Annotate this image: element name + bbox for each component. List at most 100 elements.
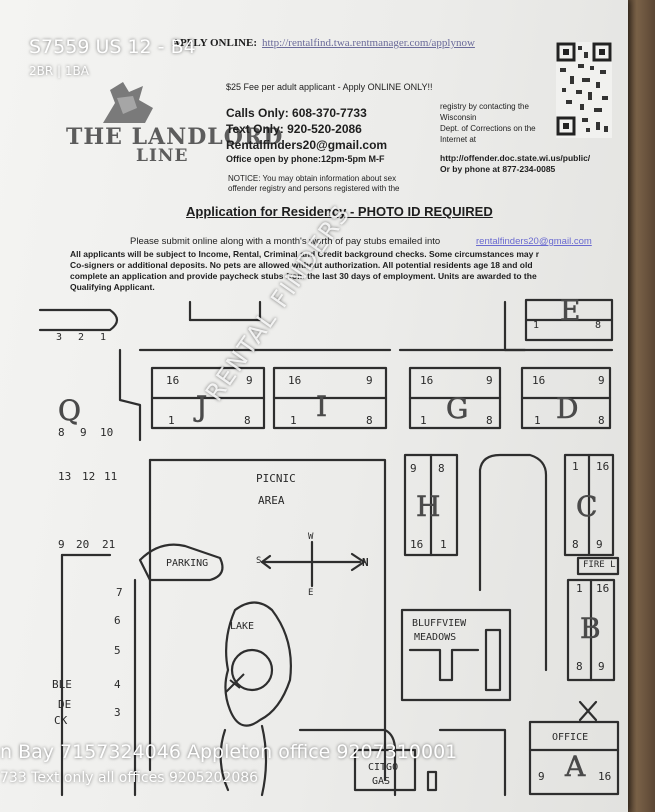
unit-b-1: 1 [576,582,583,595]
body-line-3: complete an application and provide payc… [70,271,537,281]
compass-s: S [256,556,262,566]
unit-i-9: 9 [366,374,373,387]
bluffview-label-2: MEADOWS [414,632,457,643]
building-j-label: J [193,390,207,423]
text-only-line: 733 Text only all offices 9205202086 [0,770,259,786]
building-d-label: D [556,392,578,425]
calls-number: Calls Only: 608-370-7733 [226,106,367,120]
submit-email[interactable]: rentalfinders20@gmail.com [476,236,592,247]
unit-j-16: 16 [166,374,180,387]
registry-phone: Or by phone at 877-234-0085 [440,164,556,174]
listing-details: 2BR | 1BA [29,64,89,78]
parking-label: PARKING [166,558,209,569]
unit-c-1: 1 [572,460,579,473]
body-line-1: All applicants will be subject to Income… [70,249,540,259]
notice-line-1: NOTICE: You may obtain information about… [228,174,397,183]
unit-q-10: 10 [100,426,114,439]
unit-h-16: 16 [410,538,424,551]
unit-b-9: 9 [598,660,605,673]
unit-d-16: 16 [532,374,546,387]
registry-line-4: Internet at [440,135,477,144]
unit-a-9: 9 [538,770,545,783]
logo-line1: THE LANDLORD [66,124,284,150]
unit-q-11: 11 [104,470,118,483]
unit-col-4: 4 [114,678,121,691]
application-heading: Application for Residency - PHOTO ID REQ… [186,204,493,219]
left-label-3: CK [54,714,68,727]
registry-line-1: registry by contacting the [440,102,529,111]
compass-w: W [308,532,314,542]
building-h-label: H [416,490,440,523]
building-i-label: I [316,390,327,423]
apply-url[interactable]: http://rentalfind.twa.rentmanager.com/ap… [262,37,475,49]
unit-row-21: 21 [102,538,116,551]
building-a-label: A [564,750,586,783]
unit-col-7: 7 [116,586,123,599]
citgo-label-2: GAS [372,776,391,787]
unit-q-9: 9 [80,426,87,439]
unit-a-16: 16 [598,770,612,783]
unit-row-20: 20 [76,538,90,551]
unit-tl-1: 1 [100,332,107,343]
building-b-label: B [580,612,601,645]
citgo-label-1: CITGO [368,762,399,773]
building-g-label: G [446,392,468,425]
unit-d-9: 9 [598,374,605,387]
unit-h-9: 9 [410,462,417,475]
body-line-2: Co-signers or additional deposits. No pe… [70,260,533,270]
flyer-paper: APPLY ONLINE: http://rentalfind.twa.rent… [0,0,628,812]
compass-n: N [362,556,369,569]
left-label-1: BLE [52,678,72,691]
unit-col-6: 6 [114,614,121,627]
unit-j-9: 9 [246,374,253,387]
qr-code-icon [556,42,612,138]
unit-i-1: 1 [290,414,297,427]
picnic-label-2: AREA [258,494,285,507]
unit-i-16: 16 [288,374,302,387]
unit-g-1: 1 [420,414,427,427]
unit-i-8: 8 [366,414,373,427]
unit-q-8: 8 [58,426,65,439]
unit-row-9: 9 [58,538,65,551]
registry-url[interactable]: http://offender.doc.state.wi.us/public/ [440,153,591,163]
contact-email[interactable]: Rentalfinders20@gmail.com [226,138,388,152]
griffin-logo-icon [103,82,153,123]
unit-c-8: 8 [572,538,579,551]
body-line-4: Qualifying Applicant. [70,282,155,292]
office-hours: Office open by phone:12pm-5pm M-F [226,154,385,164]
fee-text: $25 Fee per adult applicant - Apply ONLI… [226,82,433,92]
building-e-label: E [560,294,580,327]
unit-h-8: 8 [438,462,445,475]
listing-address: S7559 US 12 - B4 [29,36,196,58]
submit-text: Please submit online along with a month'… [130,236,441,247]
registry-line-3: Dept. of Corrections on the [440,124,536,133]
unit-d-1: 1 [534,414,541,427]
unit-q-13: 13 [58,470,72,483]
unit-tl-2: 2 [78,332,85,343]
registry-line-2: Wisconsin [440,113,477,122]
notice-line-2: offender registry and persons registered… [228,184,400,193]
unit-c-16: 16 [596,460,610,473]
logo-line2: LINE [136,146,189,166]
offices-line: n Bay 7157324046 Appleton office 9207310… [0,741,458,763]
unit-c-9: 9 [596,538,603,551]
unit-j-8: 8 [244,414,251,427]
building-q-label: Q [58,394,81,427]
building-c-label: C [576,490,597,523]
unit-col-5: 5 [114,644,121,657]
left-label-2: DE [58,698,72,711]
unit-h-1: 1 [440,538,447,551]
compass-e: E [308,588,314,598]
unit-e-8: 8 [595,320,602,331]
picnic-label-1: PICNIC [256,472,296,485]
apply-label: APPLY ONLINE: [172,37,258,49]
unit-e-1: 1 [533,320,540,331]
unit-b-16: 16 [596,582,610,595]
unit-g-9: 9 [486,374,493,387]
fire-lane-label: FIRE L [583,560,616,570]
unit-b-8: 8 [576,660,583,673]
unit-d-8: 8 [598,414,605,427]
office-label: OFFICE [552,732,589,743]
unit-q-12: 12 [82,470,96,483]
unit-tl-3: 3 [56,332,63,343]
